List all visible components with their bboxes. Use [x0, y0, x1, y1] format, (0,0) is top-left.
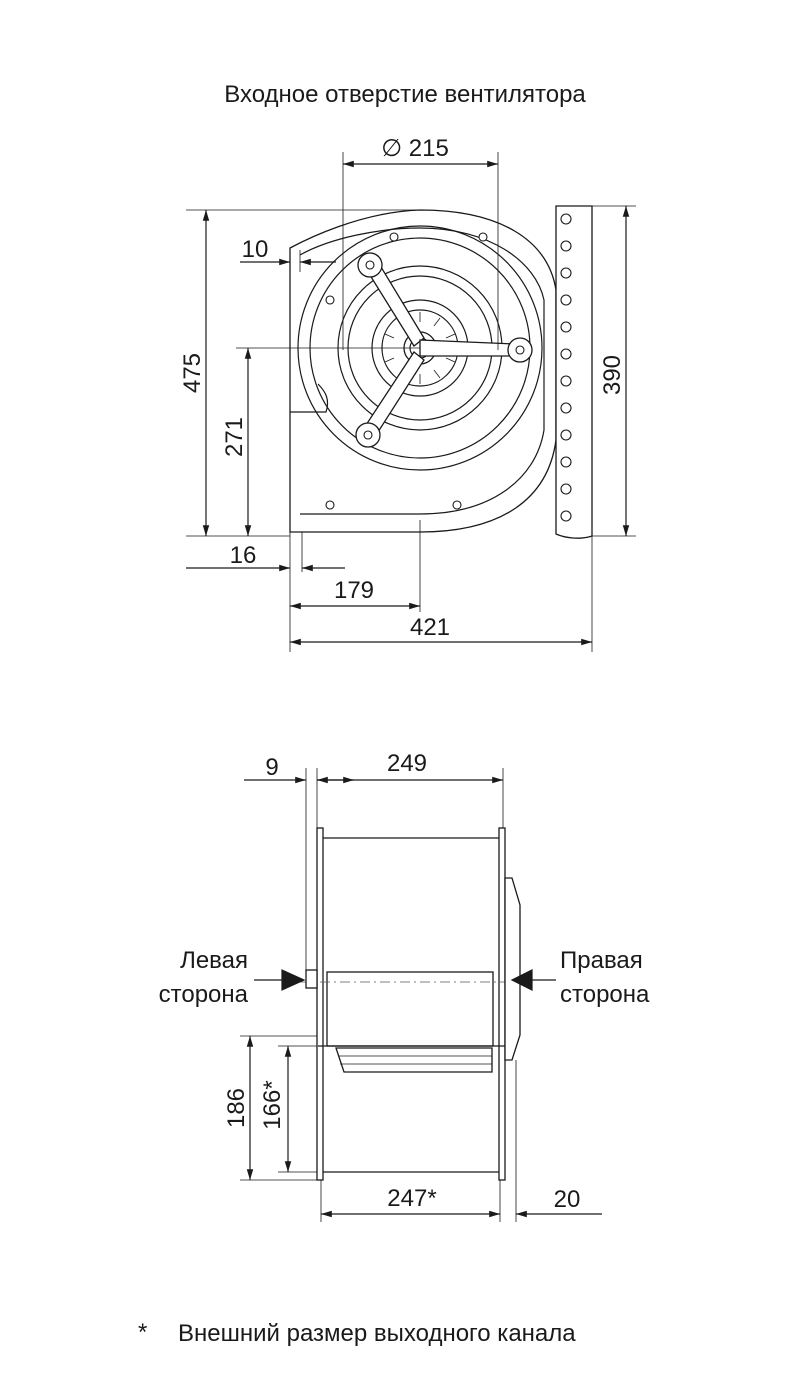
dim-outlet-width: 247*	[387, 1185, 436, 1212]
dim-outlet-inner-height: 166*	[259, 1080, 286, 1129]
dim-axis-height: 271	[221, 417, 248, 457]
left-side-arrow-icon	[254, 969, 306, 991]
left-side-label: Левая сторона	[159, 947, 306, 1008]
right-side-label: Правая сторона	[510, 947, 650, 1008]
right-side-arrow-icon	[510, 969, 556, 991]
front-view-title: Входное отверстие вентилятора	[224, 81, 586, 108]
right-side-label-line2: сторона	[560, 981, 650, 1008]
dim-body-width: 249	[387, 750, 427, 777]
fan-housing-side	[300, 827, 521, 1181]
dim-base-offset: 16	[230, 542, 257, 569]
footnote-marker: *	[138, 1319, 147, 1346]
fan-housing-front	[289, 209, 557, 533]
dim-flange-offset: 10	[242, 236, 269, 263]
left-side-label-line2: сторона	[159, 981, 249, 1008]
dim-total-width: 421	[410, 614, 450, 641]
footnote-text: Внешний размер выходного канала	[178, 1320, 576, 1347]
right-side-label-line1: Правая	[560, 947, 643, 974]
dim-axis-offset: 179	[334, 577, 374, 604]
side-dimensions: 9 249 186 166* 247* 20	[223, 750, 602, 1222]
outlet-flange	[555, 205, 593, 539]
dim-total-height: 475	[179, 353, 206, 393]
dim-motor-protrusion: 20	[554, 1186, 581, 1213]
left-side-label-line1: Левая	[180, 947, 248, 974]
front-dimensions: ∅ 215 10 475 271 16 179 421 39	[179, 135, 636, 652]
dim-plate-offset: 9	[265, 754, 278, 781]
dim-inlet-diameter: ∅ 215	[381, 135, 449, 162]
dim-flange-height: 390	[599, 355, 626, 395]
motor-bracket	[355, 252, 533, 448]
dim-outlet-height: 186	[223, 1088, 250, 1128]
